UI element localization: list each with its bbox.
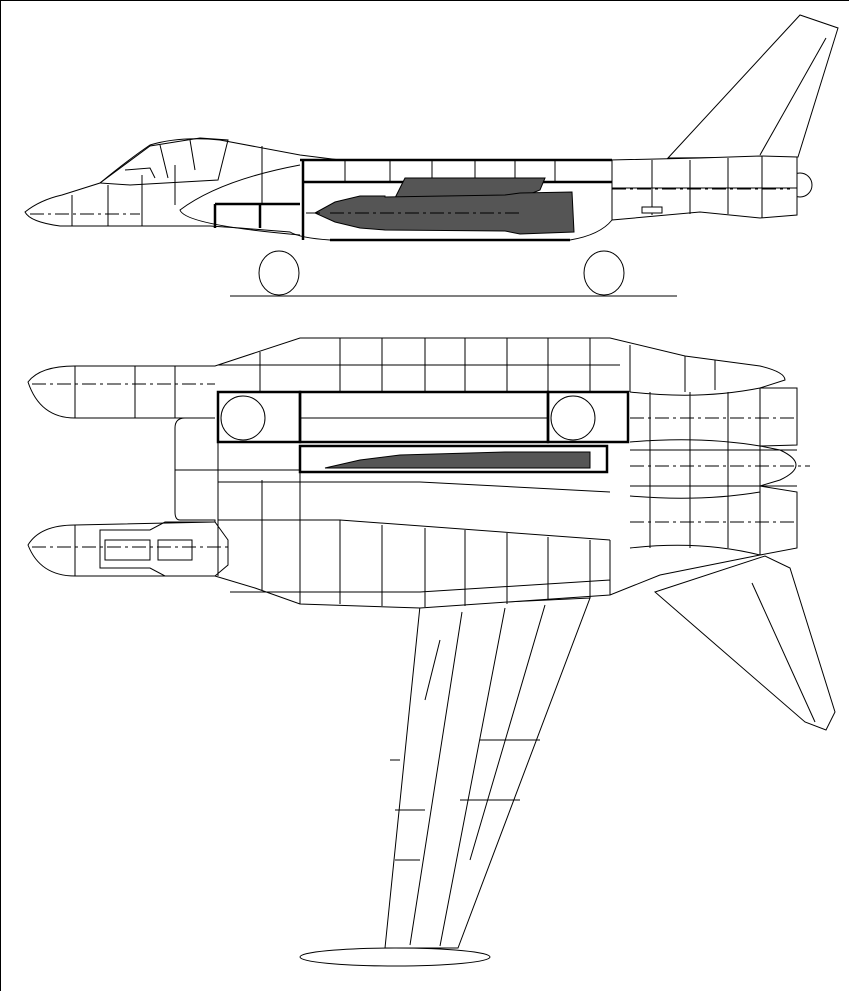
- top-view: [27, 337, 836, 967]
- engine-mount: [641, 206, 663, 214]
- top-panel-lines: [74, 338, 716, 607]
- side-panel-lines: [71, 146, 797, 226]
- missile-top-body: [324, 451, 591, 469]
- main-wheel: [583, 250, 625, 296]
- right-bay-wheel: [550, 395, 596, 441]
- missile-bay-top: [298, 444, 609, 474]
- wing-tip-tank: [299, 947, 491, 967]
- canopy-frame: [124, 139, 196, 179]
- internal-missile: [306, 177, 575, 235]
- canopy: [98, 137, 229, 186]
- engine-nacelle-lines: [629, 387, 797, 556]
- intake-lip: [179, 164, 301, 236]
- missile-body: [313, 191, 575, 235]
- left-bay-wheel: [220, 395, 266, 441]
- side-view: [24, 14, 839, 297]
- fin-hinge-line: [759, 37, 827, 156]
- tail-elevator-line: [751, 582, 816, 723]
- wing-flap-lines: [390, 604, 546, 947]
- top-canopy: [99, 521, 229, 577]
- horizontal-tail: [654, 555, 836, 731]
- right-bay: [546, 390, 630, 444]
- bay-panel-lines: [344, 160, 556, 182]
- nose-wheel: [258, 250, 300, 296]
